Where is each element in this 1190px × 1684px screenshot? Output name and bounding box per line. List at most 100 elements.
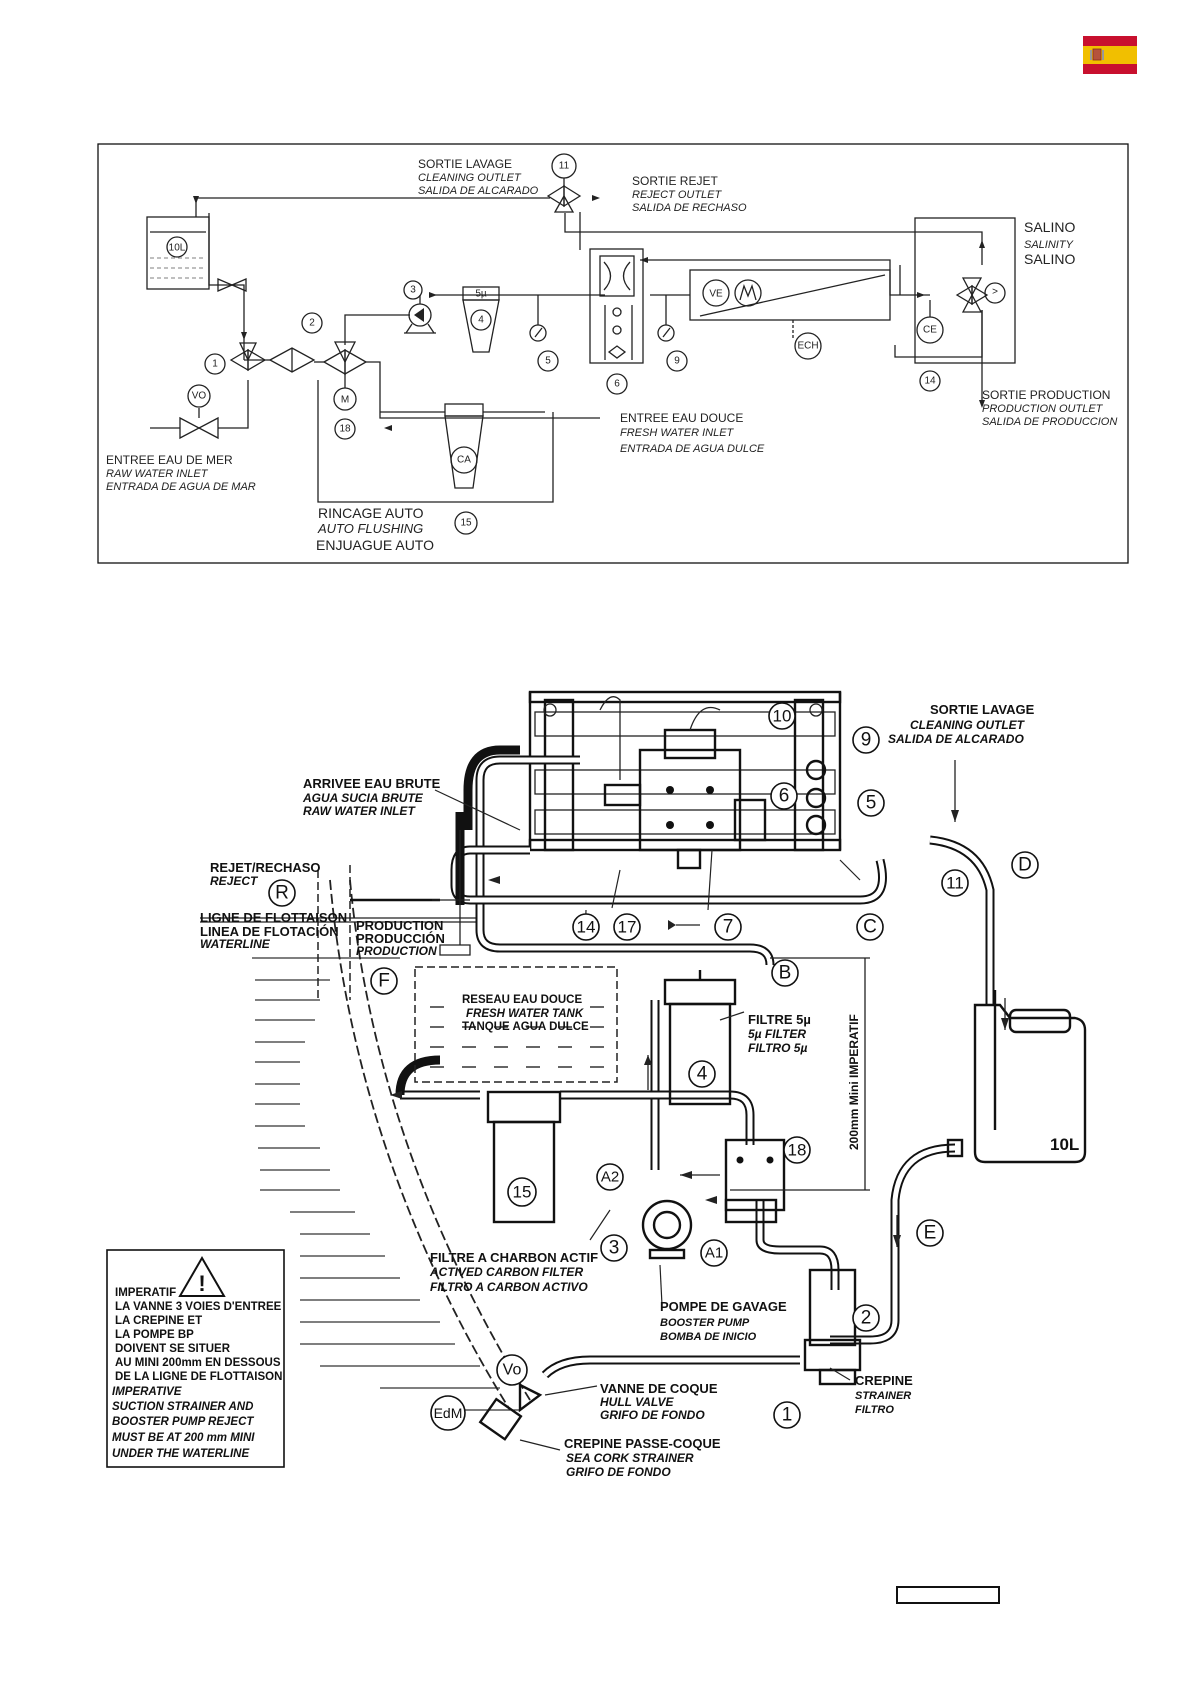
svg-text:SORTIE LAVAGE: SORTIE LAVAGE [930,702,1035,717]
three-way-valve-18-icon: M 18 [322,341,368,440]
svg-text:18: 18 [339,424,351,435]
svg-text:6: 6 [779,786,790,807]
svg-text:FILTRO: FILTRO [855,1404,894,1416]
svg-text:SALIDA DE ALCARADO: SALIDA DE ALCARADO [418,185,539,197]
booster-pump [641,1199,693,1260]
svg-text:RESEAU EAU DOUCE: RESEAU EAU DOUCE [462,994,582,1006]
three-way-valve-18 [724,1138,786,1224]
svg-text:3: 3 [410,285,416,296]
ro-unit-frame [528,690,842,870]
svg-text:ENTREE EAU DOUCE: ENTREE EAU DOUCE [620,411,743,425]
svg-text:14: 14 [924,376,936,387]
svg-text:LINEA DE FLOTACIÓN: LINEA DE FLOTACIÓN [200,924,339,939]
svg-text:SORTIE LAVAGE: SORTIE LAVAGE [418,157,512,171]
svg-text:BOMBA DE INICIO: BOMBA DE INICIO [660,1331,757,1343]
svg-text:PRODUCTION: PRODUCTION [356,918,443,933]
svg-text:10L: 10L [1050,1135,1079,1154]
inlet-valve-vo-icon: VO [179,384,219,440]
svg-text:14: 14 [577,918,596,937]
svg-text:RAW WATER INLET: RAW WATER INLET [106,468,209,480]
svg-text:CREPINE: CREPINE [855,1373,913,1388]
svg-text:18: 18 [788,1141,807,1160]
svg-text:LA POMPE BP: LA POMPE BP [115,1329,194,1341]
salinity-control-icon: > CE 14 [914,217,1016,392]
svg-text:SORTIE PRODUCTION: SORTIE PRODUCTION [982,388,1110,402]
svg-text:200mm Mini IMPERATIF: 200mm Mini IMPERATIF [847,1014,861,1150]
svg-text:11: 11 [946,874,964,893]
svg-text:PRODUCTION OUTLET: PRODUCTION OUTLET [982,403,1104,415]
svg-text:11: 11 [559,161,570,172]
svg-text:IMPERATIF: IMPERATIF [115,1287,176,1299]
spanish-flag-icon [1083,36,1137,74]
svg-text:HULL VALVE: HULL VALVE [600,1395,675,1409]
svg-text:UNDER THE WATERLINE: UNDER THE WATERLINE [112,1448,249,1460]
svg-text:RINCAGE AUTO: RINCAGE AUTO [318,505,424,521]
svg-text:>: > [992,287,998,298]
svg-text:ACTIVED CARBON FILTER: ACTIVED CARBON FILTER [429,1265,583,1279]
svg-text:FILTRE 5µ: FILTRE 5µ [748,1012,811,1027]
svg-text:D: D [1018,855,1032,876]
svg-text:EdM: EdM [434,1405,463,1421]
svg-text:SORTIE REJET: SORTIE REJET [632,174,718,188]
hoses [395,745,995,1379]
svg-text:F: F [378,971,390,992]
hull-valve [478,1383,543,1441]
reject-valve-11-icon: 11 [546,153,582,213]
svg-text:SEA CORK STRAINER: SEA CORK STRAINER [566,1451,694,1465]
svg-text:SALINITY: SALINITY [1024,239,1074,251]
svg-text:ENJUAGUE AUTO: ENJUAGUE AUTO [316,537,434,553]
svg-text:RAW WATER INLET: RAW WATER INLET [303,804,416,818]
svg-text:E: E [924,1223,937,1244]
svg-text:STRAINER: STRAINER [855,1390,911,1402]
svg-text:3: 3 [609,1238,620,1259]
svg-text:R: R [275,883,289,904]
svg-text:4: 4 [697,1064,708,1085]
flow-block-6-icon: 6 [589,248,644,395]
svg-text:BOOSTER PUMP: BOOSTER PUMP [660,1317,750,1329]
svg-text:SALINO: SALINO [1024,251,1075,267]
booster-pump-icon: 3 [403,280,436,334]
svg-text:LIGNE DE FLOTTAISON: LIGNE DE FLOTTAISON [200,910,347,925]
svg-text:FRESH WATER INLET: FRESH WATER INLET [620,427,735,439]
svg-text:PRODUCTION: PRODUCTION [356,944,437,958]
svg-text:CE: CE [923,325,937,336]
svg-text:FILTRO 5µ: FILTRO 5µ [748,1041,807,1055]
svg-text:AUTO FLUSHING: AUTO FLUSHING [317,521,423,536]
carbon-filter-icon: CA 15 [444,403,484,535]
svg-text:A1: A1 [705,1245,723,1262]
cleaning-jerrican: 10L [946,990,1087,1164]
svg-text:TANQUE AGUA DULCE: TANQUE AGUA DULCE [462,1021,589,1033]
callout-bubbles: R F B C D E A1 A2 Vo EdM 1 2 3 4 5 6 7 9… [268,702,1039,1431]
svg-text:ARRIVEE EAU BRUTE: ARRIVEE EAU BRUTE [303,776,441,791]
three-way-valve-1-icon: 1 [204,342,267,375]
svg-text:GRIFO DE FONDO: GRIFO DE FONDO [566,1465,671,1479]
svg-text:AU MINI 200mm EN DESSOUS: AU MINI 200mm EN DESSOUS [115,1357,281,1369]
svg-text:1: 1 [782,1405,793,1426]
svg-text:ENTRADA DE AGUA DE MAR: ENTRADA DE AGUA DE MAR [106,481,256,493]
warning-box: ! IMPERATIF LA VANNE 3 VOIES D'ENTREE LA… [106,1249,285,1468]
svg-text:17: 17 [618,918,637,937]
svg-text:DOIVENT SE SITUER: DOIVENT SE SITUER [115,1343,231,1355]
svg-text:REJECT: REJECT [210,874,259,888]
svg-text:VE: VE [709,289,723,300]
svg-text:Vo: Vo [503,1362,522,1379]
svg-text:FILTRE A CHARBON ACTIF: FILTRE A CHARBON ACTIF [430,1250,598,1265]
svg-text:5: 5 [866,793,877,814]
svg-text:AGUA SUCIA BRUTE: AGUA SUCIA BRUTE [302,791,424,805]
carbon-filter-housing [486,1090,562,1224]
svg-text:A2: A2 [601,1169,619,1186]
svg-text:POMPE DE GAVAGE: POMPE DE GAVAGE [660,1299,787,1314]
sample-point-ech-icon: ECH [792,320,822,360]
strainer-icon: 2 [268,312,323,373]
svg-text:5µ FILTER: 5µ FILTER [748,1027,806,1041]
svg-text:SALIDA DE ALCARADO: SALIDA DE ALCARADO [888,732,1024,746]
svg-text:9: 9 [674,356,680,367]
svg-text:2: 2 [861,1308,872,1329]
pressure-gauge-9-icon: 9 [657,295,688,372]
svg-text:ECH: ECH [797,341,818,352]
svg-text:ENTRADA DE AGUA DULCE: ENTRADA DE AGUA DULCE [620,443,765,455]
svg-text:MUST BE AT 200 mm MINI: MUST BE AT 200 mm MINI [112,1432,255,1444]
svg-text:GRIFO DE FONDO: GRIFO DE FONDO [600,1408,705,1422]
filter-5-micron-icon: 5µ 4 [462,286,500,353]
svg-text:FILTRO A CARBON ACTIVO: FILTRO A CARBON ACTIVO [430,1280,588,1294]
